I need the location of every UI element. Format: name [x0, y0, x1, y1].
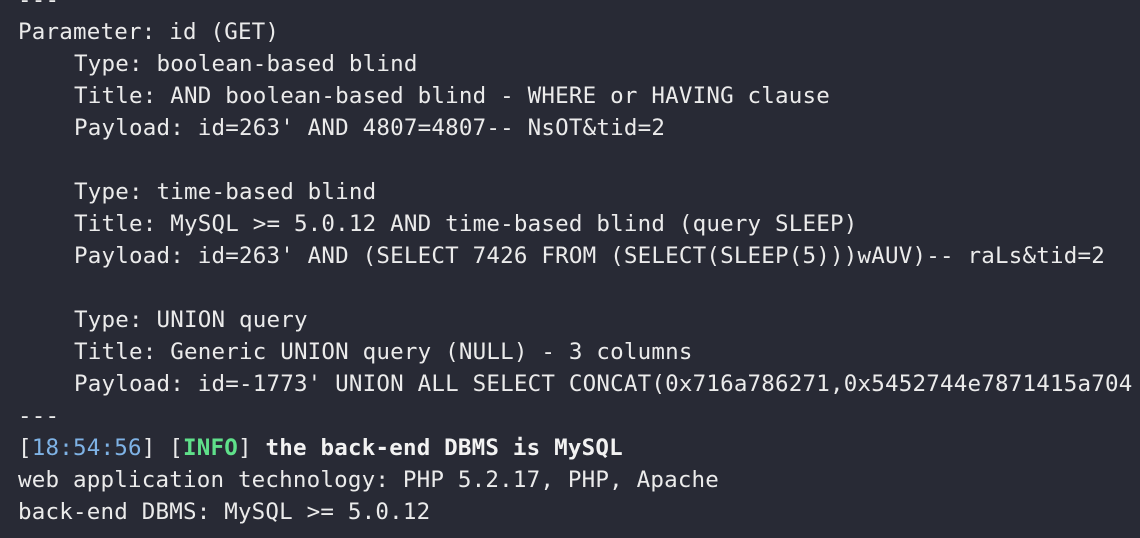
separator-top: ---	[18, 0, 60, 13]
injection-payload: Payload: id=-1773' UNION ALL SELECT CONC…	[74, 371, 1133, 397]
injection-title: Title: AND boolean-based blind - WHERE o…	[74, 83, 831, 109]
blank-line	[18, 144, 1140, 176]
log-message: the back-end DBMS is MySQL	[251, 435, 623, 461]
injection-title: Title: MySQL >= 5.0.12 AND time-based bl…	[74, 211, 858, 237]
parameter-line: Parameter: id (GET)	[18, 19, 280, 45]
log-line: [18:54:56] [INFO] the back-end DBMS is M…	[18, 432, 1140, 464]
injection-title: Title: Generic UNION query (NULL) - 3 co…	[74, 339, 693, 365]
blank-line	[18, 272, 1140, 304]
dbms-line: back-end DBMS: MySQL >= 5.0.12	[18, 499, 431, 525]
terminal-output: --- Parameter: id (GET) Type: boolean-ba…	[18, 0, 1140, 528]
separator-bottom: ---	[18, 403, 60, 429]
web-tech-line: web application technology: PHP 5.2.17, …	[18, 467, 720, 493]
injection-type: Type: UNION query	[74, 307, 308, 333]
log-timestamp: 18:54:56	[31, 435, 142, 461]
log-level: INFO	[182, 435, 238, 461]
injection-type: Type: time-based blind	[74, 179, 377, 205]
injection-type: Type: boolean-based blind	[74, 51, 418, 77]
log-bracket: ] [	[141, 435, 183, 461]
injection-payload: Payload: id=263' AND (SELECT 7426 FROM (…	[74, 243, 1105, 269]
log-bracket: [	[18, 435, 32, 461]
injection-payload: Payload: id=263' AND 4807=4807-- NsOT&ti…	[74, 115, 666, 141]
log-bracket: ]	[237, 435, 252, 461]
